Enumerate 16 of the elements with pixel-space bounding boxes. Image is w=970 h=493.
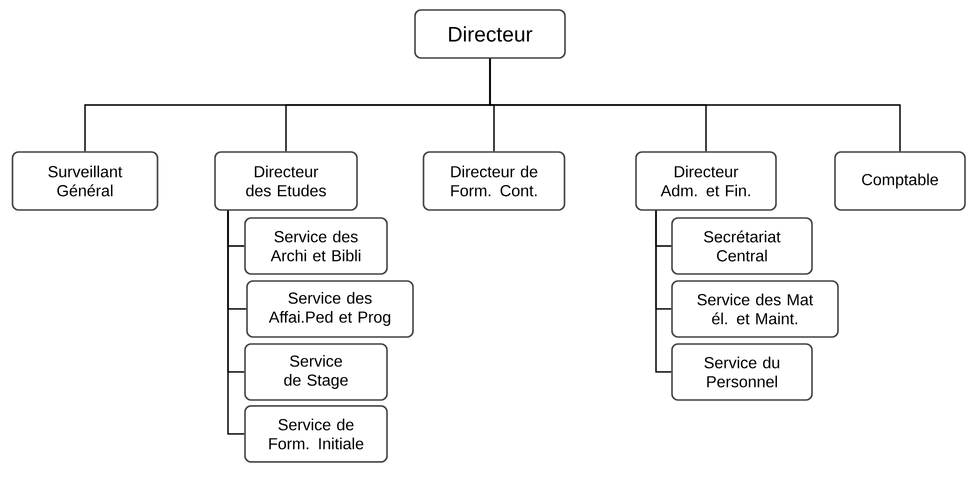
org-box: Secrétariat Central xyxy=(671,217,813,275)
org-box: Service des Archi et Bibli xyxy=(244,217,388,275)
org-box: Service du Personnel xyxy=(671,343,813,401)
title-box: Directeur xyxy=(414,9,566,59)
org-box: Service des Mat él. et Maint. xyxy=(671,280,839,338)
org-box: Service des Affai.Ped et Prog xyxy=(246,280,414,338)
org-box: Directeur des Etudes xyxy=(214,151,358,211)
org-box: Service de Form. Initiale xyxy=(244,405,388,463)
org-box: Surveillant Général xyxy=(12,151,158,211)
connector-line xyxy=(227,210,244,435)
connector-line xyxy=(489,58,901,152)
org-box: Directeur Adm. et Fin. xyxy=(635,151,777,211)
connector-line xyxy=(655,210,672,373)
org-box: Service de Stage xyxy=(244,343,388,401)
org-box: Comptable xyxy=(834,151,966,211)
org-box: Directeur de Form. Cont. xyxy=(422,151,566,211)
